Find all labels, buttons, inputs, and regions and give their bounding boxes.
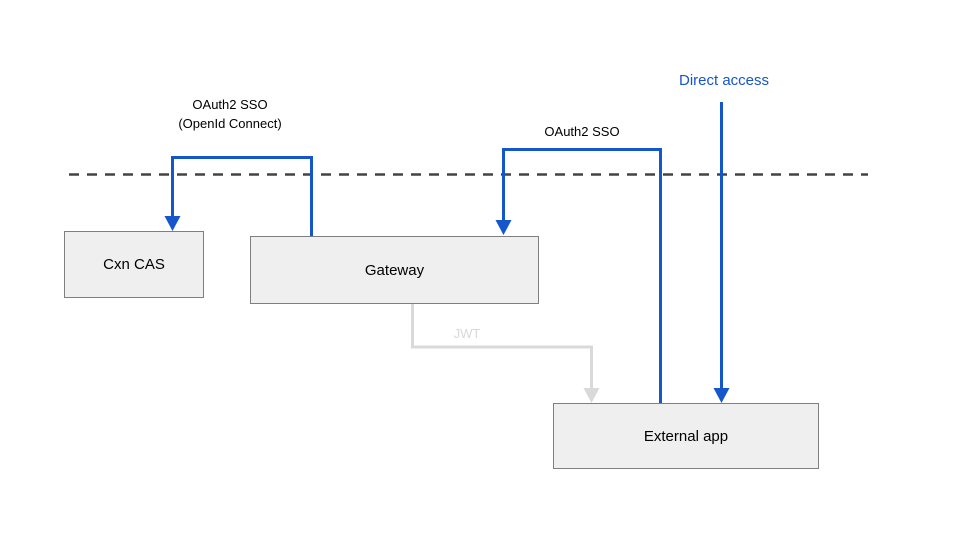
label-oauth2-openid: OAuth2 SSO (OpenId Connect) (178, 96, 281, 134)
arrowhead-oauth2-sso (495, 220, 512, 235)
label-oauth2-sso: OAuth2 SSO (544, 124, 620, 139)
node-gateway: Gateway (250, 236, 539, 304)
node-external-app-label: External app (643, 427, 729, 445)
arrowhead-oauth2-openid (164, 216, 181, 231)
node-cxn-cas: Cxn CAS (64, 231, 204, 298)
arrow-oauth2-openid (171, 156, 313, 236)
arrowhead-jwt (583, 388, 600, 403)
arrow-jwt (411, 304, 593, 389)
arrowhead-direct-access (713, 388, 730, 403)
label-oauth2-openid-line1: OAuth2 SSO (192, 97, 268, 112)
label-direct-access: Direct access (678, 72, 770, 89)
node-cxn-cas-label: Cxn CAS (103, 256, 165, 273)
arrow-oauth2-sso (502, 148, 662, 403)
label-jwt: JWT (453, 326, 481, 341)
node-gateway-label: Gateway (364, 261, 425, 279)
label-oauth2-openid-line2: (OpenId Connect) (178, 115, 282, 131)
node-external-app: External app (553, 403, 819, 469)
